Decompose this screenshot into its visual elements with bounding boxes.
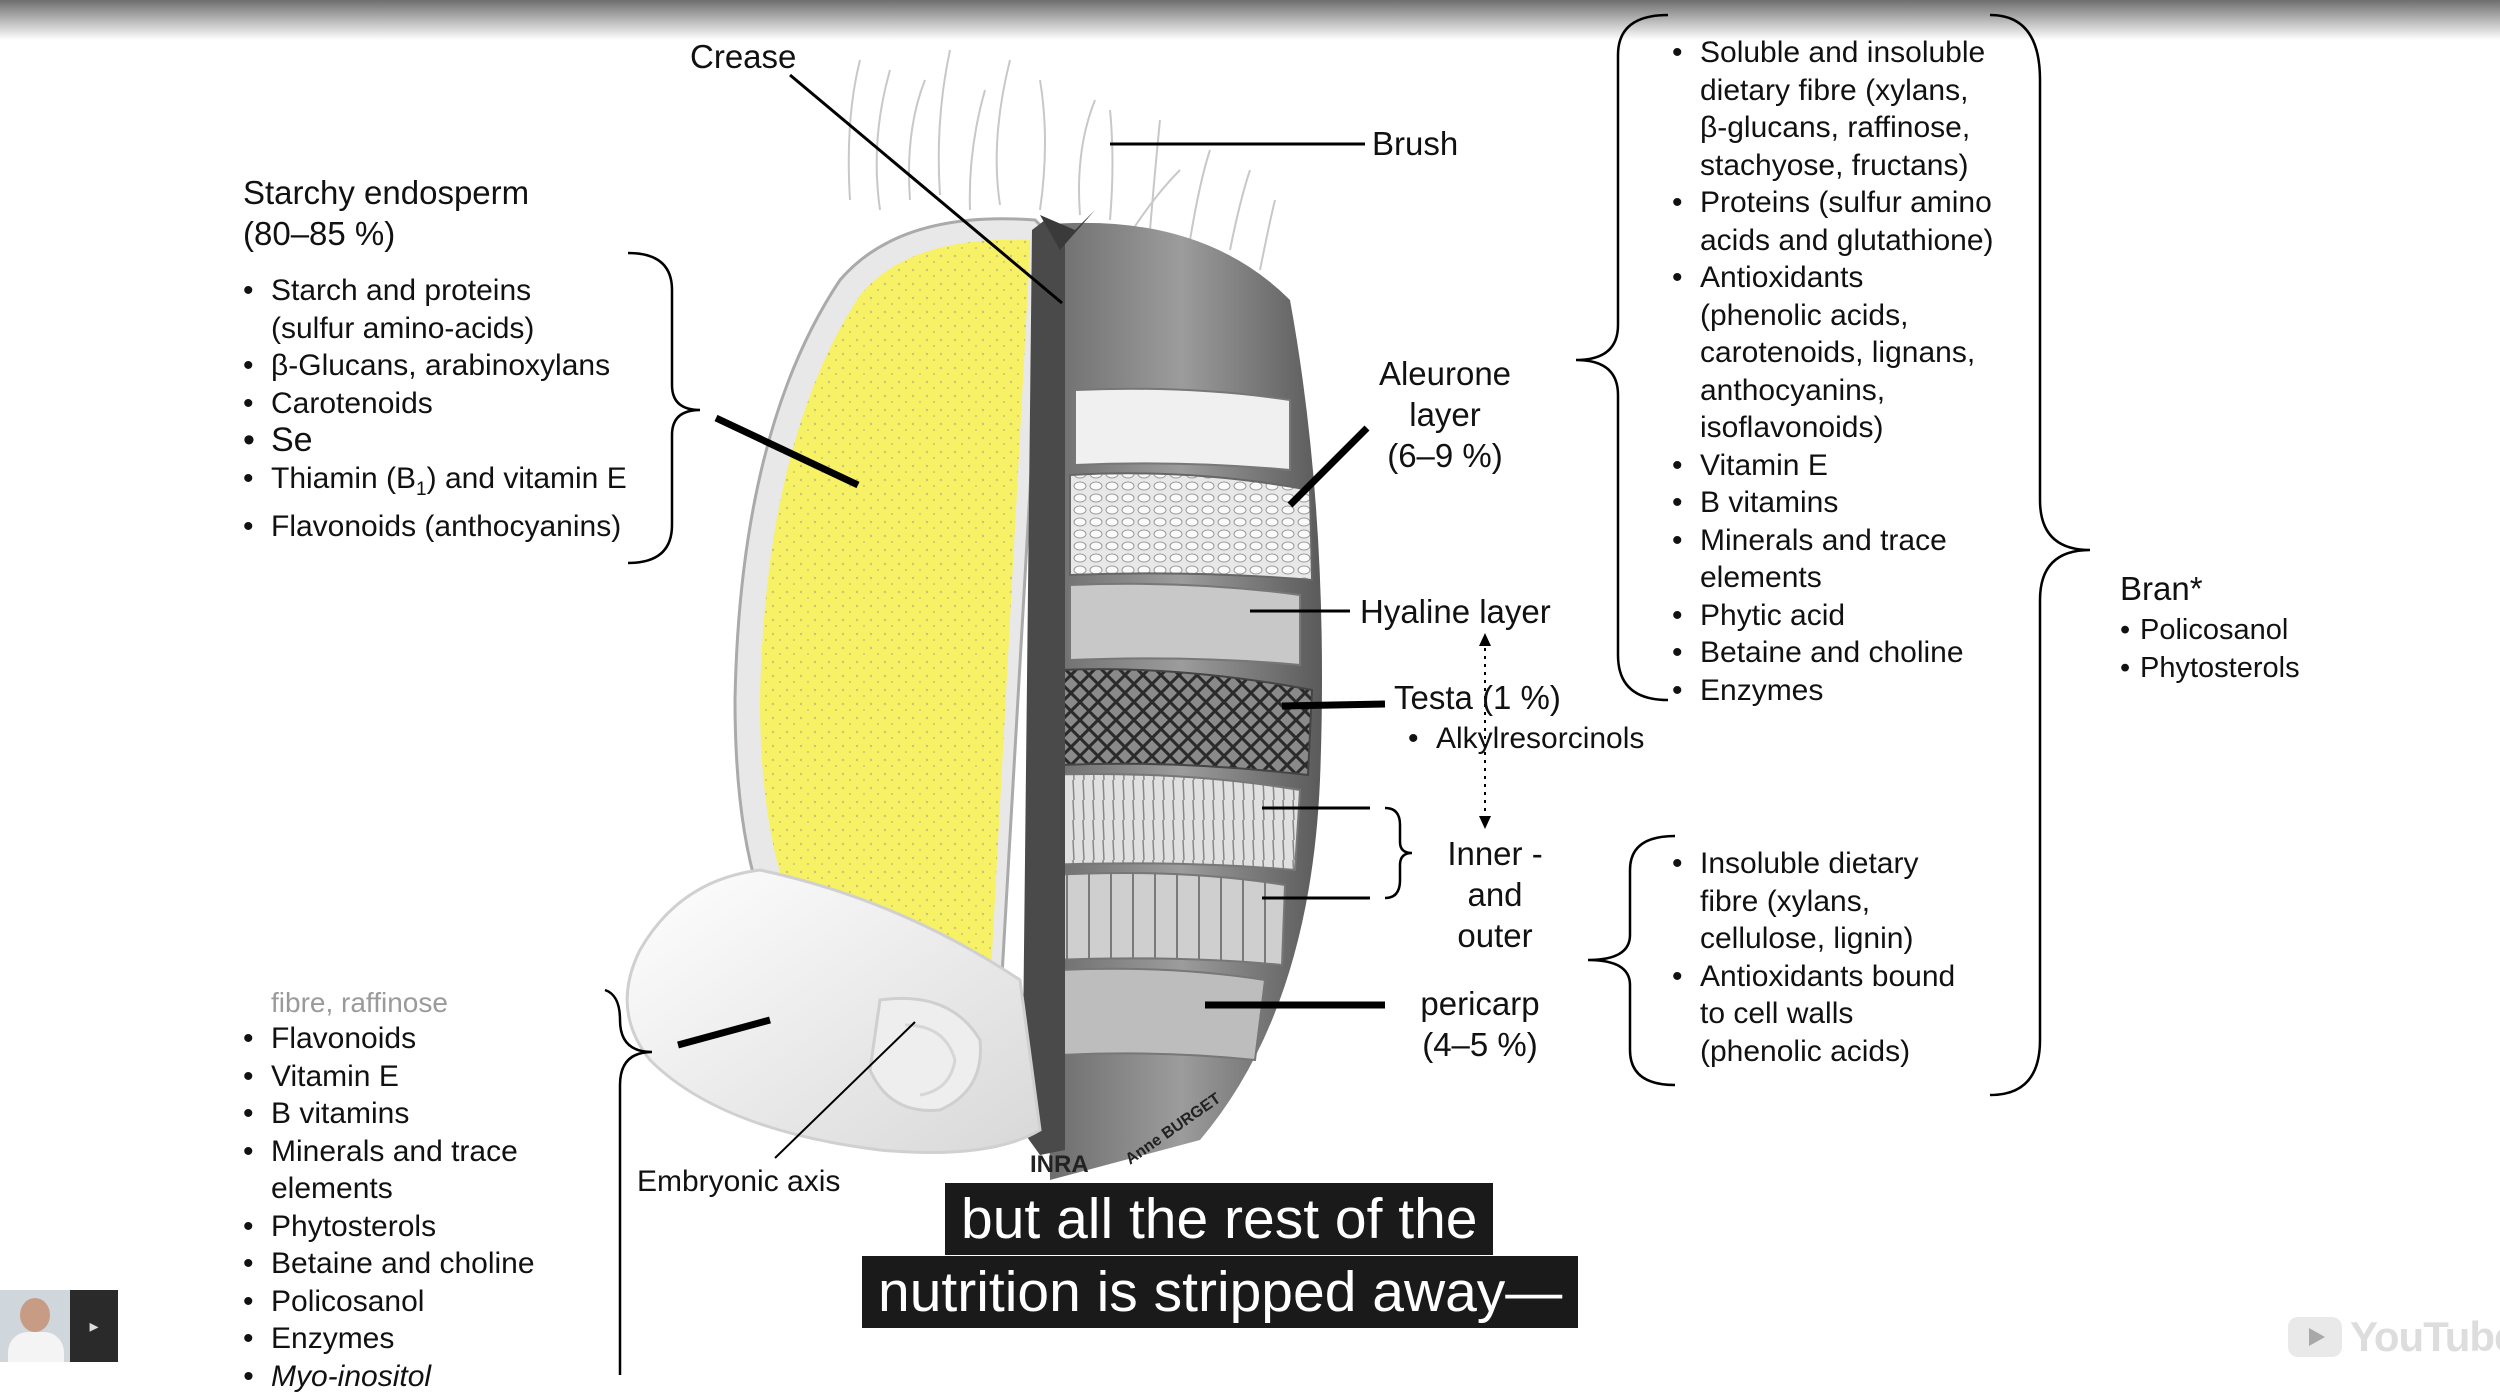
expand-arrow-icon[interactable]: ▸	[70, 1290, 118, 1362]
list-item: Phytosterols	[2120, 650, 2300, 688]
list-item: Minerals and trace	[1672, 522, 1994, 560]
list-item: B vitamins	[1672, 484, 1994, 522]
list-item: Proteins (sulfur amino	[1672, 184, 1994, 222]
pericarp-bottom-band	[1060, 969, 1265, 1060]
list-item: Betaine and choline	[243, 1245, 535, 1283]
list-item: Antioxidants bound	[1672, 958, 1955, 996]
list-item: anthocyanins,	[1672, 372, 1994, 410]
list-item: Starch and proteins	[243, 272, 627, 310]
youtube-logo[interactable]: YouTube	[2288, 1312, 2500, 1362]
list-item: elements	[243, 1170, 535, 1208]
inner-pericarp-band	[1040, 774, 1300, 870]
bran-list: Policosanol Phytosterols	[2120, 612, 2300, 687]
list-item: (sulfur amino-acids)	[243, 310, 627, 348]
list-item: to cell walls	[1672, 995, 1955, 1033]
list-item: Alkylresorcinols	[1408, 720, 1644, 758]
list-item: Thiamin (B1) and vitamin E	[243, 460, 627, 509]
list-item: Phytosterols	[243, 1208, 535, 1246]
aleurone-cells	[1070, 473, 1312, 580]
pericarp-nutrient-list: Insoluble dietary fibre (xylans, cellulo…	[1672, 845, 1955, 1070]
germ-list: Flavonoids Vitamin E B vitamins Minerals…	[243, 1020, 535, 1395]
inra-credit: INRA	[1030, 1151, 1089, 1178]
list-item: (phenolic acids)	[1672, 1033, 1955, 1071]
testa-list: Alkylresorcinols	[1408, 720, 1644, 758]
list-item: Insoluble dietary	[1672, 845, 1955, 883]
embryonic-axis-label: Embryonic axis	[637, 1163, 840, 1201]
list-item: stachyose, fructans)	[1672, 147, 1994, 185]
list-item: acids and glutathione)	[1672, 222, 1994, 260]
crease-label: Crease	[690, 38, 796, 76]
youtube-play-icon	[2288, 1317, 2342, 1357]
list-item: Carotenoids	[243, 385, 627, 423]
testa-label: Testa (1 %)	[1394, 679, 1561, 717]
list-item: Vitamin E	[243, 1058, 535, 1096]
list-item: isoflavonoids)	[1672, 409, 1994, 447]
list-item: β-glucans, raffinose,	[1672, 109, 1994, 147]
presenter-thumbnail[interactable]: ▸	[0, 1290, 118, 1362]
endosperm-title: Starchy endosperm (80–85 %)	[243, 174, 529, 253]
caption-line-2: nutrition is stripped away—	[862, 1256, 1578, 1328]
list-item: Flavonoids (anthocyanins)	[243, 508, 627, 546]
aleurone-label: Aleurone layer (6–9 %)	[1370, 355, 1520, 475]
list-item: Antioxidants	[1672, 259, 1994, 297]
brush-label: Brush	[1372, 125, 1458, 163]
inner-outer-label: Inner - and outer	[1420, 835, 1570, 955]
list-item: Minerals and trace	[243, 1133, 535, 1171]
list-item: Betaine and choline	[1672, 634, 1994, 672]
list-item: cellulose, lignin)	[1672, 920, 1955, 958]
list-item: Vitamin E	[1672, 447, 1994, 485]
testa-band	[1060, 669, 1312, 775]
list-item: Phytic acid	[1672, 597, 1994, 635]
list-item: elements	[1672, 559, 1994, 597]
list-item: Policosanol	[2120, 612, 2300, 650]
aleurone-band	[1075, 389, 1290, 470]
hyaline-band	[1070, 584, 1300, 665]
germ-partial-text: fibre, raffinose	[271, 984, 448, 1022]
caption-line-1: but all the rest of the	[945, 1183, 1493, 1255]
hyaline-label: Hyaline layer	[1360, 593, 1551, 631]
list-item: Flavonoids	[243, 1020, 535, 1058]
avatar	[0, 1290, 70, 1362]
bran-title: Bran*	[2120, 570, 2203, 608]
list-item: Se	[243, 422, 627, 460]
list-item: Enzymes	[243, 1320, 535, 1358]
pericarp-label: pericarp (4–5 %)	[1405, 985, 1555, 1064]
list-item: β-Glucans, arabinoxylans	[243, 347, 627, 385]
list-item: carotenoids, lignans,	[1672, 334, 1994, 372]
list-item: Soluble and insoluble	[1672, 34, 1994, 72]
aleurone-nutrient-list: Soluble and insoluble dietary fibre (xyl…	[1672, 34, 1994, 709]
endosperm-list: Starch and proteins (sulfur amino-acids)…	[243, 272, 627, 546]
list-item: Myo-inositol	[243, 1358, 535, 1395]
list-item: dietary fibre (xylans,	[1672, 72, 1994, 110]
list-item: fibre (xylans,	[1672, 883, 1955, 921]
list-item: B vitamins	[243, 1095, 535, 1133]
list-item: (phenolic acids,	[1672, 297, 1994, 335]
outer-pericarp-band	[1050, 873, 1285, 965]
list-item: Policosanol	[243, 1283, 535, 1321]
list-item: Enzymes	[1672, 672, 1994, 710]
